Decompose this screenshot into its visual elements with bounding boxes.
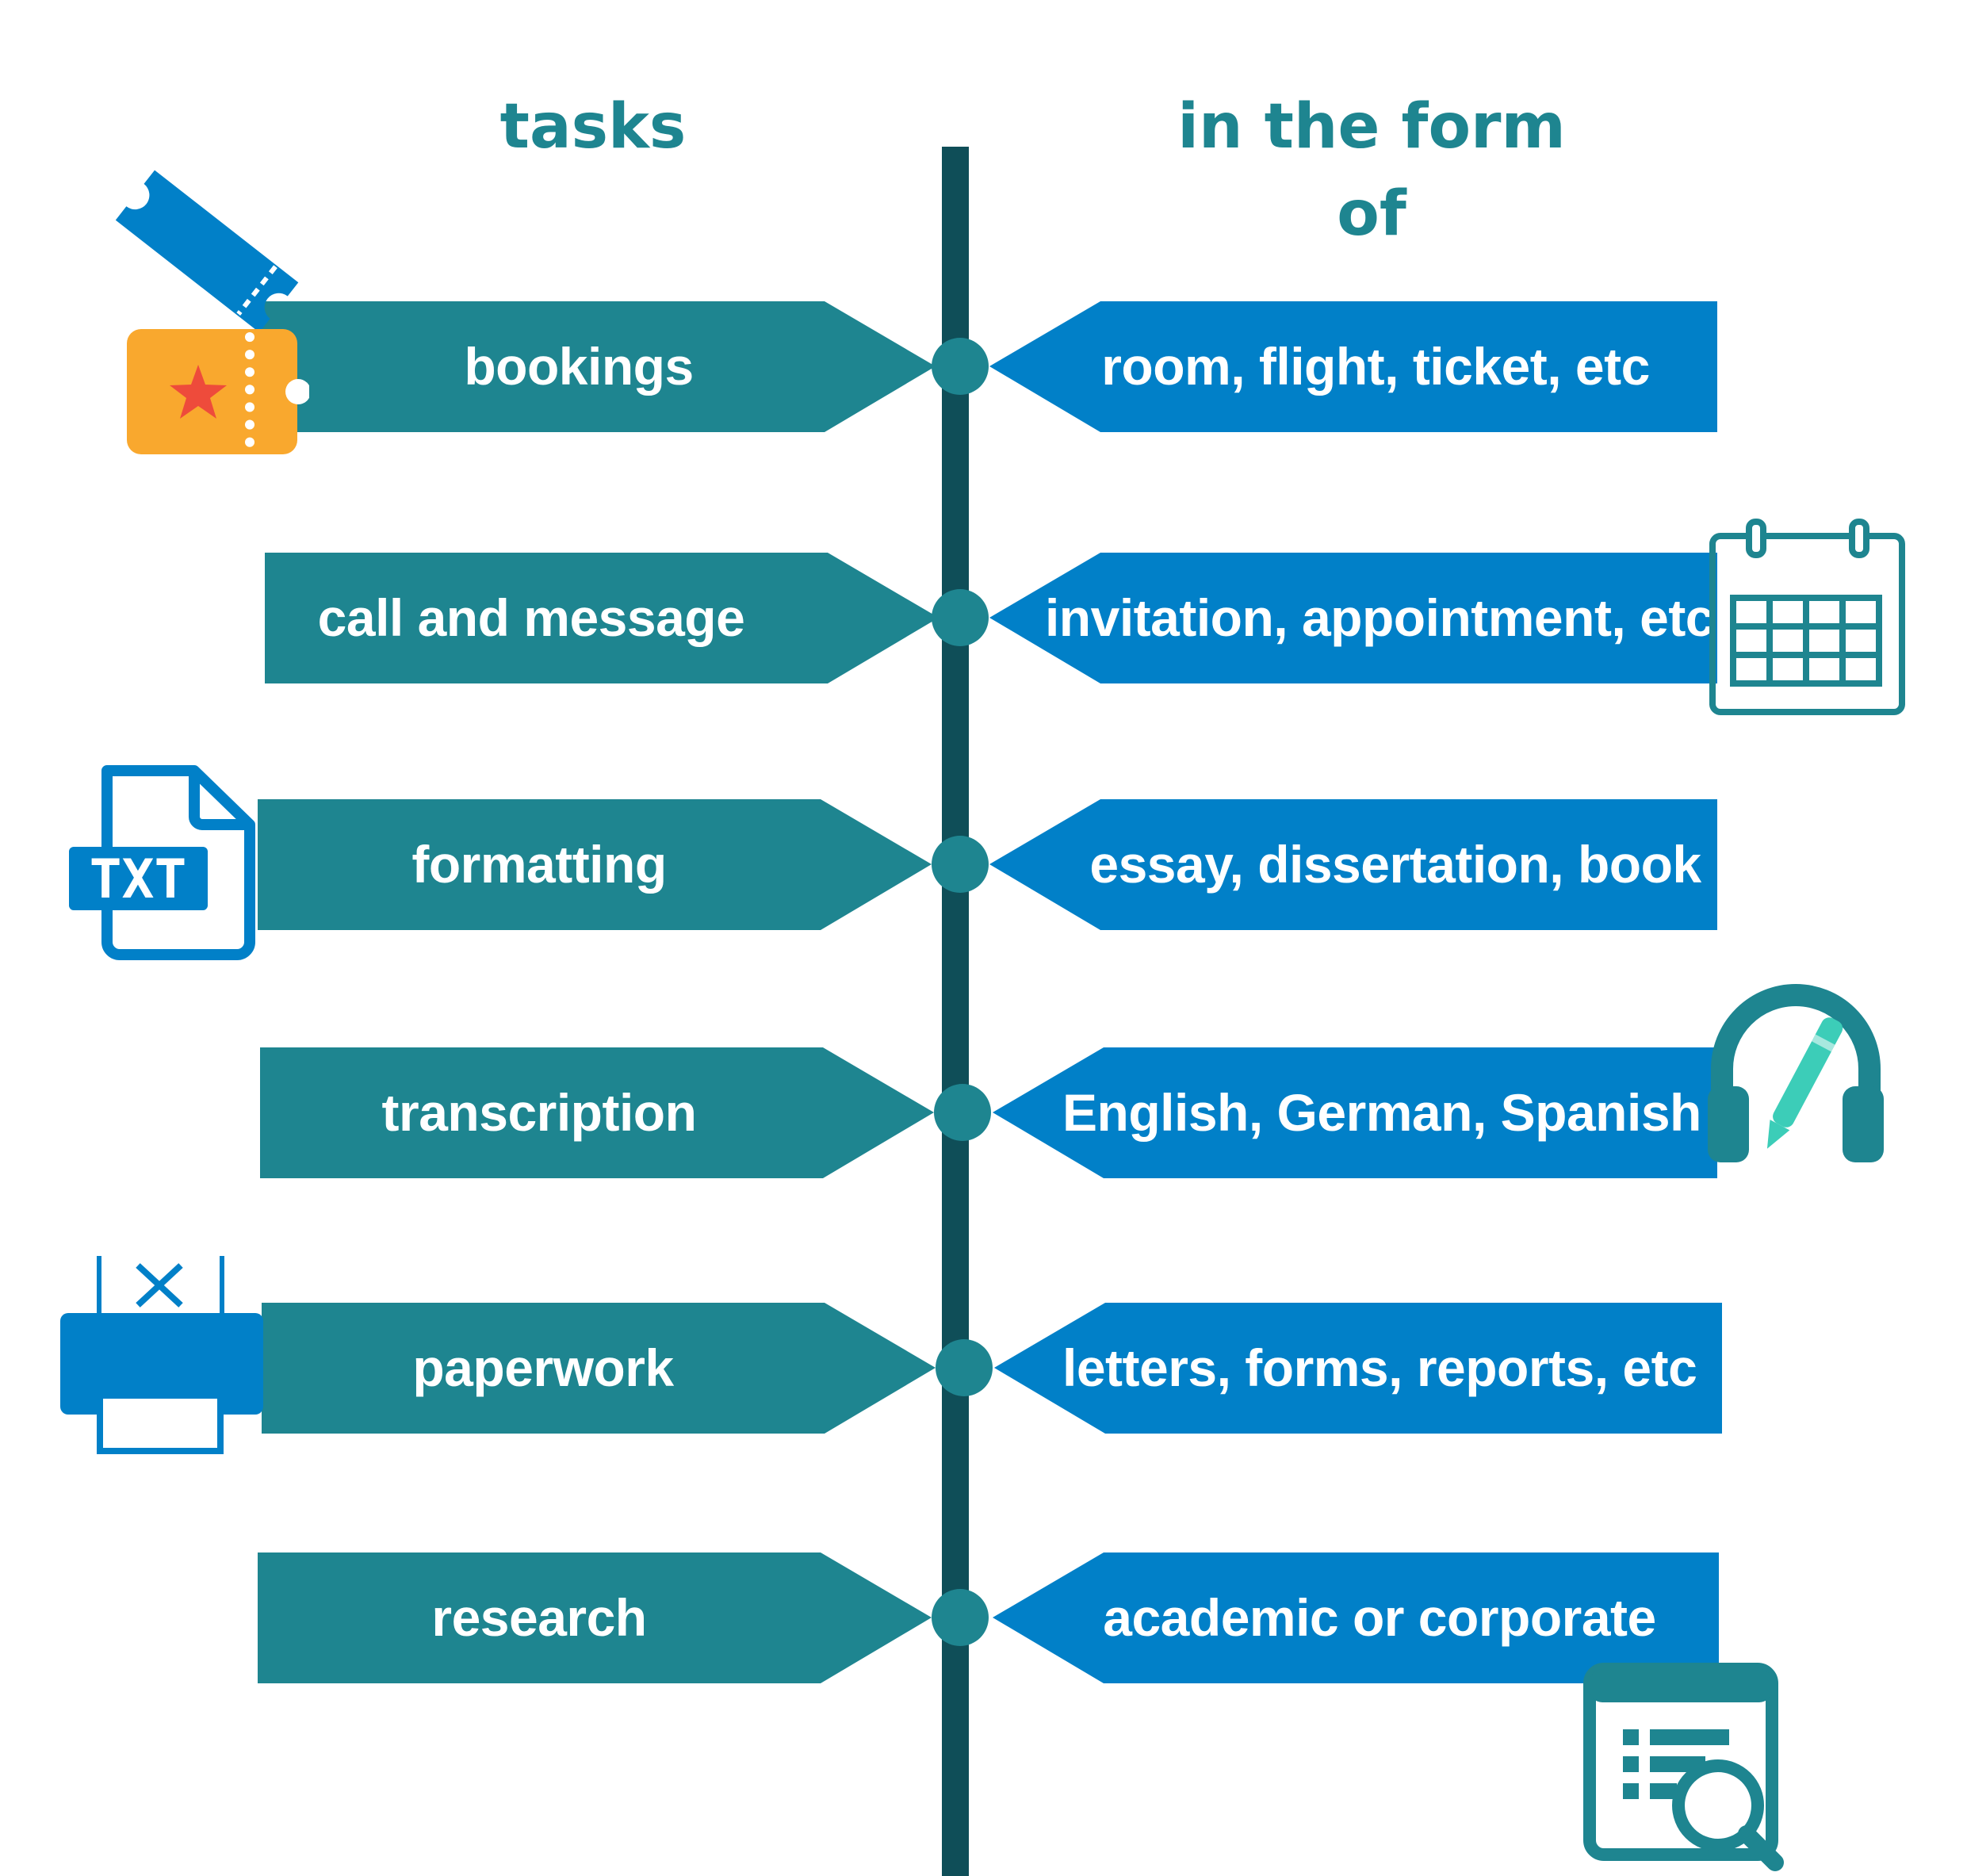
printer-icon bbox=[60, 1256, 263, 1454]
spine-node bbox=[934, 1084, 991, 1141]
form-label-research: academic or corporate bbox=[1103, 1588, 1656, 1647]
task-arrow-transcription bbox=[260, 1047, 934, 1178]
task-label-paperwork: paperwork bbox=[412, 1338, 674, 1397]
row-bookings: bookings room, flight, ticket, etc bbox=[0, 301, 1967, 432]
task-label-formatting: formatting bbox=[411, 835, 667, 894]
task-arrow-call-and-message bbox=[265, 553, 939, 683]
document-search-icon bbox=[1583, 1663, 1784, 1871]
txt-file-icon: TXT bbox=[69, 765, 255, 960]
task-arrow-bookings bbox=[262, 301, 936, 432]
row-transcription: transcription English, German, Spanish bbox=[0, 1047, 1967, 1178]
form-label-transcription: English, German, Spanish bbox=[1062, 1083, 1701, 1142]
spine-node bbox=[932, 1589, 989, 1646]
task-arrow-paperwork bbox=[262, 1303, 936, 1434]
txt-label: TXT bbox=[90, 848, 187, 911]
form-arrow-formatting bbox=[989, 799, 1717, 930]
task-label-call-and-message: call and message bbox=[317, 588, 745, 647]
form-arrow-call-and-message bbox=[989, 553, 1717, 683]
ticket-icon bbox=[115, 170, 309, 454]
task-label-transcription: transcription bbox=[381, 1083, 697, 1142]
form-label-formatting: essay, dissertation, book bbox=[1089, 835, 1701, 894]
row-research: research academic or corporate bbox=[0, 1552, 1967, 1683]
row-call-and-message: call and message invitation, appointment… bbox=[0, 553, 1967, 683]
spine-node bbox=[932, 836, 989, 893]
task-arrow-formatting bbox=[258, 799, 932, 930]
form-arrow-bookings bbox=[989, 301, 1717, 432]
spine-node bbox=[936, 1339, 993, 1396]
headphones-pen-icon bbox=[1708, 984, 1884, 1162]
task-label-bookings: bookings bbox=[464, 337, 694, 396]
form-arrow-research bbox=[993, 1552, 1719, 1683]
form-arrow-transcription bbox=[993, 1047, 1717, 1178]
form-header: in the form of bbox=[1177, 91, 1566, 250]
row-formatting: formatting essay, dissertation, book bbox=[0, 799, 1967, 930]
spine-node bbox=[932, 589, 989, 646]
spine-node bbox=[932, 338, 989, 395]
row-paperwork: paperwork letters, forms, reports, etc bbox=[0, 1303, 1967, 1434]
tasks-header: tasks bbox=[499, 91, 687, 163]
task-label-research: research bbox=[431, 1588, 647, 1647]
form-label-bookings: room, flight, ticket, etc bbox=[1101, 337, 1650, 396]
center-spine bbox=[942, 147, 969, 1876]
form-label-paperwork: letters, forms, reports, etc bbox=[1062, 1338, 1697, 1397]
task-arrow-research bbox=[258, 1552, 932, 1683]
form-arrow-paperwork bbox=[994, 1303, 1722, 1434]
form-label-call-and-message: invitation, appointment, etc bbox=[1044, 588, 1715, 647]
calendar-icon bbox=[1709, 519, 1905, 715]
